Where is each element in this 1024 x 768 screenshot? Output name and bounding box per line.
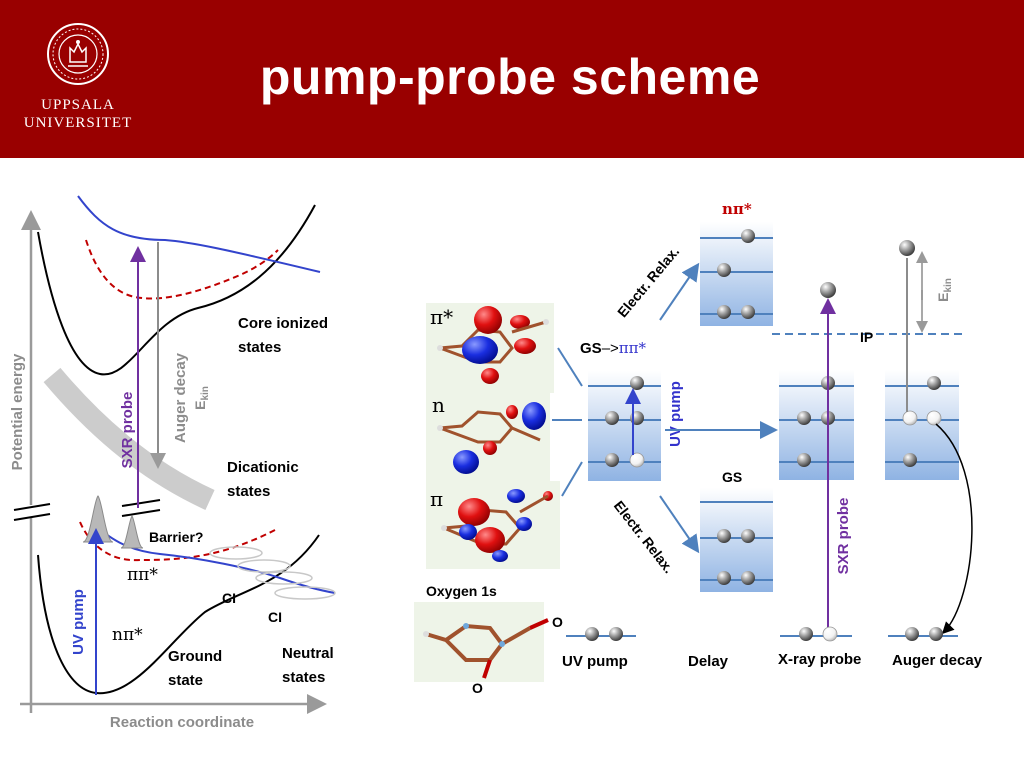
bottom-delay-label: Delay: [688, 653, 729, 670]
excited-state-box: [588, 371, 661, 481]
auger-fill-curve: [935, 423, 973, 635]
electr-relax-up-arrow: [659, 262, 700, 321]
bottom-uv-pump-label: UV pump: [562, 653, 628, 670]
ground-state-label-2: state: [168, 672, 203, 689]
title-bar: UPPSALA UNIVERSITET pump-probe scheme: [0, 0, 1024, 158]
pipi-star-label: ππ*: [127, 565, 158, 585]
orbital-pi-star: [437, 306, 549, 384]
ekin-label-right: Ekin: [935, 278, 954, 302]
core-ionized-label-2: states: [238, 339, 281, 356]
bottom-auger-decay-label: Auger decay: [892, 652, 983, 669]
ci-label-1: CI: [222, 590, 236, 606]
wavepacket-upper: [82, 495, 114, 543]
pi-label: π: [430, 487, 443, 511]
auger-decay-box: [885, 370, 959, 480]
ground-state-box: [700, 488, 773, 592]
oxygen-bottom-label: O: [472, 680, 483, 696]
auger-electron: [899, 240, 915, 256]
university-name: UPPSALA UNIVERSITET: [14, 96, 142, 132]
y-axis-label: Potential energy: [9, 353, 26, 470]
sxr-probe-label: SXR probe: [119, 392, 136, 469]
sxr-probe-label-right: SXR probe: [835, 498, 852, 575]
electr-relax-down-arrow: [659, 495, 700, 554]
xray-probe-box: [779, 370, 854, 480]
core-level-auger-decay: [888, 627, 958, 641]
auger-decay-label: Auger decay: [172, 352, 189, 443]
energy-level-scheme: GS–>ππ* UV pump nπ* Electr. Relax. GS: [552, 200, 983, 670]
npi-star-top-label: nπ*: [722, 200, 752, 218]
core-ionized-blue-curve: [77, 195, 321, 273]
bottom-xray-probe-label: X-ray probe: [778, 651, 861, 668]
potential-energy-diagram: Potential energy Reaction coordinate SXR…: [9, 195, 336, 731]
pi-star-label: π*: [430, 305, 453, 329]
ekin-label-left: Ekin: [192, 386, 211, 410]
x-axis-label: Reaction coordinate: [110, 714, 254, 731]
orbital-n: [437, 402, 546, 474]
uv-pump-vertical-label: UV pump: [667, 381, 684, 447]
core-ionized-dashed-curve: [85, 239, 279, 300]
dicationic-label-1: Dicationic: [227, 459, 299, 476]
ground-state-curve: [37, 534, 320, 695]
n-label: n: [432, 393, 445, 417]
core-ionized-label-1: Core ionized: [238, 315, 328, 332]
orbital-images: π* n π Oxygen 1s: [414, 303, 563, 696]
oxygen-1s-molecule: [423, 618, 549, 679]
gs-transition-label: GS–>ππ*: [580, 339, 647, 357]
oxygen-1s-panel: [414, 602, 544, 682]
ci-label-2: CI: [268, 609, 282, 625]
university-name-line2: UNIVERSITET: [23, 115, 133, 131]
oxygen-top-label: O: [552, 614, 563, 630]
university-seal-icon: [47, 23, 109, 85]
orbital-pi: [441, 489, 553, 562]
core-level-uv-pump: [566, 627, 636, 641]
uv-pump-label-left: UV pump: [70, 589, 87, 655]
conical-intersection-ellipses: [209, 546, 336, 600]
university-name-line1: UPPSALA: [41, 97, 115, 113]
electr-relax-up-label: Electr. Relax.: [614, 243, 682, 320]
ejected-core-electron: [820, 282, 836, 298]
npi-star-label: nπ*: [112, 625, 143, 645]
neutral-states-label-2: states: [282, 669, 325, 686]
dicationic-label-2: states: [227, 483, 270, 500]
npi-star-box: [700, 222, 773, 326]
wavepacket-lower: [120, 515, 144, 549]
neutral-states-label-1: Neutral: [282, 645, 334, 662]
axis-break-mid: [121, 499, 161, 517]
gs-label: GS: [722, 469, 742, 485]
electr-relax-down-label: Electr. Relax.: [611, 498, 677, 577]
page-title: pump-probe scheme: [259, 49, 761, 105]
barrier-label: Barrier?: [149, 529, 203, 545]
oxygen-1s-label: Oxygen 1s: [426, 583, 497, 599]
pipi-star-curve: [91, 522, 336, 594]
ip-label: IP: [860, 329, 873, 345]
axis-break-left: [13, 503, 51, 521]
main-figure: Potential energy Reaction coordinate SXR…: [9, 195, 983, 731]
ground-state-label-1: Ground: [168, 648, 222, 665]
dicationic-band: [43, 367, 215, 511]
core-level-xray-probe: [780, 626, 852, 642]
